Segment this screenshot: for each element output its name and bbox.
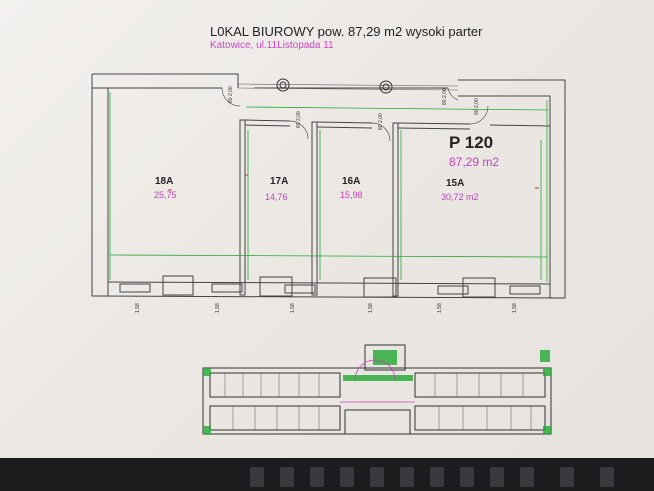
room-17a-label: 17A [270,176,289,187]
window-dim-4: 1,58 [368,303,374,313]
premises-area: 87,29 m2 [449,155,500,169]
red-markers [168,174,539,191]
floor-plan [91,73,566,299]
wall-17a-left [239,119,246,296]
plan-address: Katowice, ul.11Listopada 11 [210,40,334,51]
taskbar-app-icon[interactable] [280,467,294,487]
premises-id: P 120 [449,133,494,152]
taskbar-app-icon[interactable] [340,467,354,487]
outer-wall-top [92,73,239,88]
plan-title: L0KAL BIUROWY pow. 87,29 m2 wysoki parte… [210,24,483,39]
room-15a-label: 15A [446,178,465,189]
window-dim-5: 1,58 [437,303,443,313]
taskbar [0,458,654,491]
room-17a-area: 14,76 [265,192,288,202]
columns [276,78,393,94]
green-guidelines [109,92,549,282]
taskbar-app-icon[interactable] [250,467,264,487]
room-18a-area: 25,75 [154,190,177,200]
door-dim-1: 80 2,00 [228,86,234,103]
window-dim-2: 1,58 [215,303,221,313]
taskbar-app-icon[interactable] [520,467,534,487]
door-dim-4: 80 2,00 [442,88,448,105]
window-dim-6: 1,58 [512,303,518,313]
taskbar-app-icon[interactable] [560,467,574,487]
outer-wall-left [91,74,109,297]
taskbar-app-icon[interactable] [400,467,414,487]
room-18a-label: 18A [155,176,174,187]
taskbar-app-icon[interactable] [430,467,444,487]
room-16a-area: 15,98 [340,190,363,200]
taskbar-app-icon[interactable] [370,467,384,487]
taskbar-app-icon[interactable] [310,467,324,487]
door-dim-2: 80 2,00 [296,111,302,128]
room-16a-label: 16A [342,176,361,187]
door-swings [221,87,489,142]
room-15a-area: 30,72 m2 [441,192,479,202]
building-overview-plan [202,344,552,435]
window-dim-1: 1,58 [135,303,141,313]
door-dim-5: 90 2,00 [474,98,480,115]
window-dim-3: 1,58 [290,303,296,313]
wall-16a-left [311,121,318,296]
wall-15a-left [392,122,399,297]
taskbar-app-icon[interactable] [600,467,614,487]
taskbar-app-icon[interactable] [490,467,504,487]
corridor-wall-hatch [237,83,459,91]
taskbar-app-icon[interactable] [460,467,474,487]
door-dim-3: 80 2,00 [378,113,384,130]
